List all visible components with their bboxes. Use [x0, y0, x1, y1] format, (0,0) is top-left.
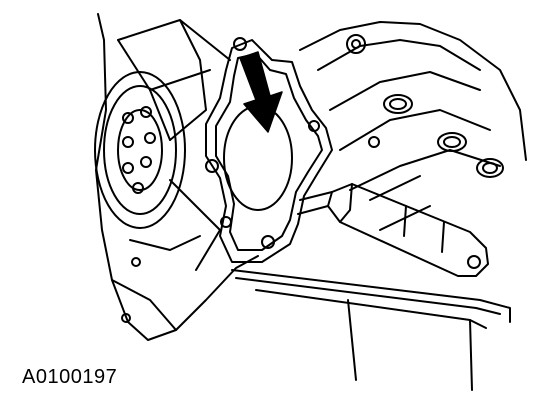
seal-installer-tool: [297, 183, 489, 277]
oil-pan: [231, 269, 511, 391]
pointer-arrow: [239, 51, 283, 133]
figure-id-label: A0100197: [22, 366, 118, 388]
engine-block: [95, 13, 259, 341]
cylinder-head: [299, 21, 527, 231]
flywheel: [94, 71, 186, 229]
cover-plate: [205, 37, 333, 263]
